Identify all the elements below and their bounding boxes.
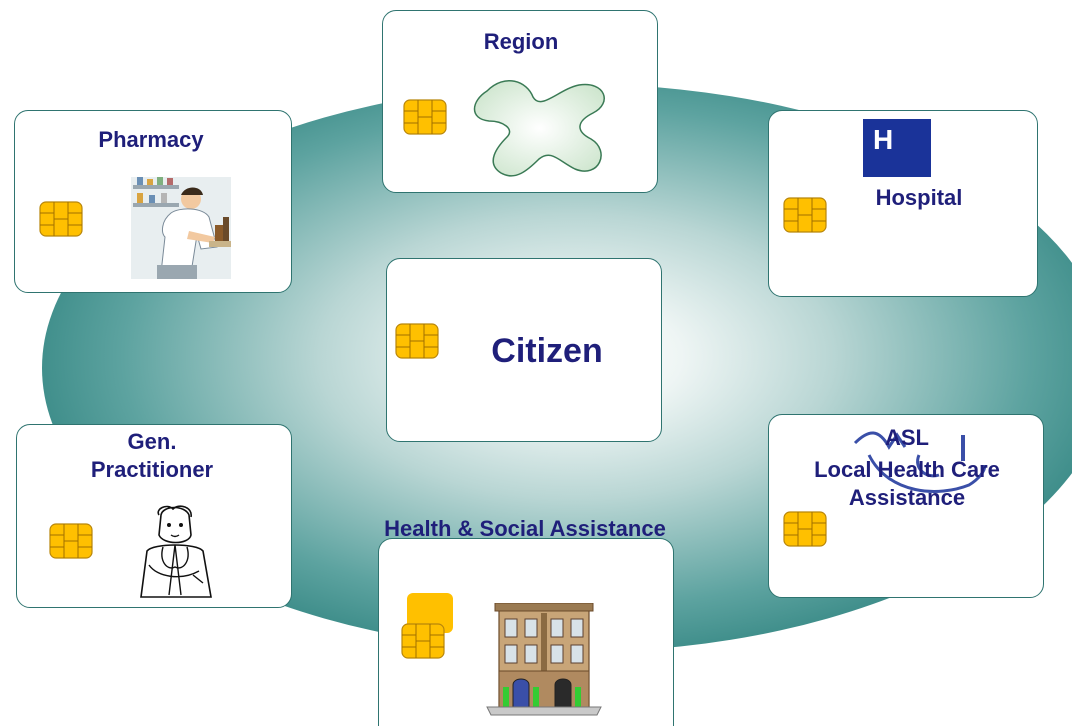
asl-label-line2: Local Health Care [814,457,1000,482]
social-label: Health & Social Assistance [384,516,666,541]
chip-icon [401,623,445,659]
chip-icon [403,99,447,135]
pharmacist-illustration [131,177,231,279]
chip-icon [39,201,83,237]
asl-card: ASL Local Health Care Assistance [768,414,1044,598]
chip-icon [783,197,827,233]
region-label: Region [483,29,559,54]
building-illustration [486,603,602,716]
hospital-label: Hospital [875,185,963,210]
doctor-illustration [140,505,212,598]
chip-icon [783,511,827,547]
social-card [378,538,674,726]
hospital-card: H Hospital [768,110,1038,297]
chip-icon [49,523,93,559]
practitioner-card: Gen. Practitioner [16,424,292,608]
practitioner-label-line1: Gen. [127,429,177,454]
hospital-logo: H [863,119,931,177]
pharmacy-card: Pharmacy [14,110,292,293]
practitioner-label-line2: Practitioner [90,457,214,482]
chip-icon [395,323,439,359]
citizen-label: Citizen [491,332,603,370]
citizen-card: Citizen [386,258,662,442]
asl-label-line3: Assistance [848,485,966,510]
region-map-icon [473,80,605,177]
hospital-logo-letter: H [873,124,894,155]
asl-logo-icon [853,431,987,493]
pharmacy-label: Pharmacy [98,127,204,152]
asl-label-line1: ASL [885,425,929,450]
region-card: Region [382,10,658,193]
